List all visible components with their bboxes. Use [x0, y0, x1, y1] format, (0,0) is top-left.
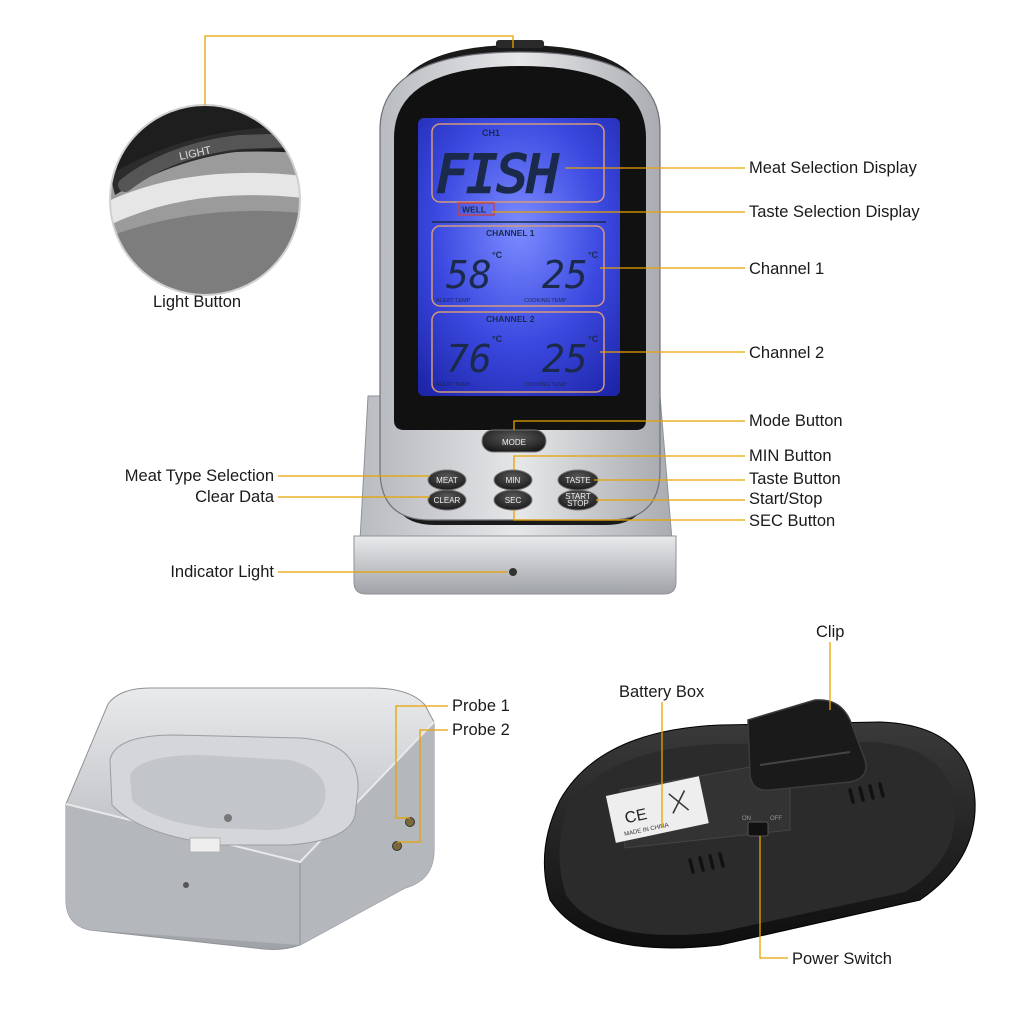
- channel1-alert-value: 58: [446, 253, 492, 297]
- leader-probe-1: [395, 705, 448, 819]
- svg-text:TASTE: TASTE: [565, 476, 590, 485]
- base-dock: [65, 687, 435, 950]
- svg-text:CLEAR: CLEAR: [434, 496, 461, 505]
- leader-mode-button: [513, 420, 745, 430]
- sec-button[interactable]: SEC: [493, 489, 533, 511]
- start-stop-button[interactable]: START STOP: [557, 489, 599, 511]
- leader-power-switch: [759, 836, 788, 959]
- main-device: CH1 FISH WELL CHANNEL 1 58 °C 25 °C ALER…: [353, 40, 677, 595]
- channel2-cooking-label: COOKING TEMP: [524, 382, 567, 388]
- meat-selection-frame: [431, 123, 605, 203]
- label-channel-1: Channel 1: [749, 260, 825, 278]
- label-min-button: MIN Button: [749, 447, 832, 465]
- switch-off-text: OFF: [770, 816, 782, 822]
- ch-label: CH1: [482, 128, 500, 138]
- label-power-switch: Power Switch: [792, 950, 892, 968]
- label-taste-button: Taste Button: [749, 470, 841, 488]
- channel2-title: CHANNEL 2: [486, 314, 535, 324]
- svg-text:STOP: STOP: [567, 499, 589, 508]
- leader-sec-button: [513, 510, 745, 521]
- meat-button[interactable]: MEAT: [427, 469, 467, 491]
- label-indicator-light: Indicator Light: [170, 563, 274, 581]
- light-button-nub[interactable]: [496, 40, 544, 48]
- switch-on-text: ON: [742, 816, 751, 822]
- svg-text:START: START: [565, 492, 591, 501]
- channel2-alert-unit: °C: [492, 334, 503, 344]
- power-switch[interactable]: [747, 821, 769, 837]
- channel2-cooking-unit: °C: [588, 334, 599, 344]
- label-mode-button: Mode Button: [749, 412, 843, 430]
- channel2-alert-value: 76: [446, 337, 492, 381]
- light-button-zoom: LIGHT: [109, 104, 301, 296]
- label-channel-2: Channel 2: [749, 344, 825, 362]
- clear-button[interactable]: CLEAR: [427, 489, 467, 511]
- channel1-cooking-label: COOKING TEMP: [524, 298, 567, 304]
- indicator-light-dot: [509, 568, 517, 576]
- taste-frame: [457, 202, 495, 216]
- label-probe-2: Probe 2: [452, 721, 510, 739]
- channel1-alert-unit: °C: [492, 250, 503, 260]
- label-meat-selection-display: Meat Selection Display: [749, 159, 917, 177]
- leader-probe-2: [397, 729, 448, 843]
- svg-text:MEAT: MEAT: [436, 476, 458, 485]
- label-sec-button: SEC Button: [749, 512, 836, 530]
- channel1-frame: [431, 225, 605, 307]
- label-clear-data: Clear Data: [195, 488, 274, 506]
- label-start-stop: Start/Stop: [749, 490, 823, 508]
- svg-text:SEC: SEC: [505, 496, 522, 505]
- channel1-alert-label: ALERT TEMP: [436, 298, 471, 304]
- mode-button[interactable]: MODE: [481, 429, 547, 453]
- channel1-cooking-value: 25: [542, 253, 588, 297]
- label-battery-box: Battery Box: [619, 683, 705, 701]
- label-taste-selection-display: Taste Selection Display: [749, 203, 920, 221]
- min-button[interactable]: MIN: [493, 469, 533, 491]
- label-meat-type-selection: Meat Type Selection: [124, 467, 274, 485]
- receiver-back: CE MADE IN CHINA ON OFF: [543, 699, 976, 949]
- channel1-title: CHANNEL 1: [486, 228, 535, 238]
- probe1-jack: [405, 817, 415, 827]
- label-light-button: Light Button: [153, 293, 242, 311]
- channel1-cooking-unit: °C: [588, 250, 599, 260]
- channel2-alert-label: ALERT TEMP: [436, 382, 471, 388]
- probe2-jack: [392, 841, 402, 851]
- ce-mark: CE: [623, 806, 648, 827]
- taste-button[interactable]: TASTE: [557, 469, 599, 491]
- svg-text:MODE: MODE: [502, 438, 526, 447]
- clip-part: [747, 699, 867, 791]
- taste-text: WELL: [462, 205, 486, 215]
- lcd-screen: [418, 118, 620, 396]
- svg-text:MIN: MIN: [506, 476, 521, 485]
- leader-light-button: [204, 35, 514, 105]
- channel2-cooking-value: 25: [542, 337, 588, 381]
- leader-lines: [204, 35, 831, 959]
- label-probe-1: Probe 1: [452, 697, 510, 715]
- meat-text: FISH: [436, 145, 559, 205]
- label-clip: Clip: [816, 623, 845, 641]
- leader-min-button: [513, 455, 745, 470]
